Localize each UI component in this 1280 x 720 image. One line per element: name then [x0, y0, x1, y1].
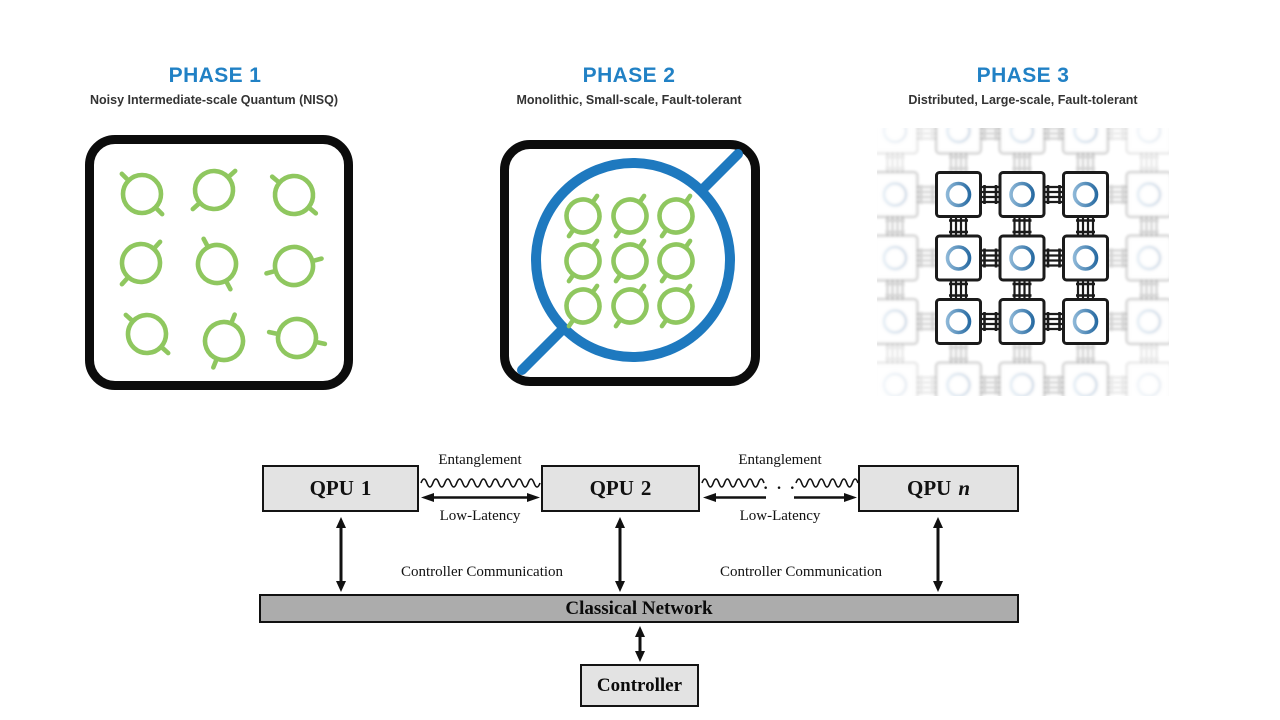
controller-communication-label-1: Controller Communication: [400, 564, 564, 580]
phase2-subtitle: Monolithic, Small-scale, Fault-tolerant: [516, 93, 742, 107]
low-latency-label-1: Low-Latency: [439, 508, 521, 524]
phase3-title: PHASE 3: [976, 64, 1070, 87]
qpu1-node: QPU 1: [262, 465, 419, 512]
qpu1-index: 1: [360, 476, 372, 500]
low-latency-label-2: Low-Latency: [739, 508, 821, 524]
logical-qubit-icon: [517, 149, 743, 375]
qpun-node: QPU n: [858, 465, 1019, 512]
ellipsis-dots: · · ·: [762, 480, 798, 497]
phase2-title: PHASE 2: [582, 64, 676, 87]
entanglement-label-1: Entanglement: [438, 452, 522, 468]
qubit-grid-icon: [119, 168, 328, 370]
phase3-distributed-grid: [877, 128, 1169, 396]
entanglement-label-2: Entanglement: [738, 452, 822, 468]
chip-network-icon: [877, 128, 1169, 396]
classical-network-label: Classical Network: [565, 597, 713, 619]
qpu2-label: QPU: [589, 476, 634, 500]
phase3-subtitle: Distributed, Large-scale, Fault-tolerant: [908, 93, 1138, 107]
controller-node: Controller: [580, 664, 699, 707]
phase1-nisq-box: [85, 135, 353, 390]
classical-network-bar: Classical Network: [259, 594, 1019, 623]
qpun-label: QPU: [906, 476, 952, 500]
qpun-index: n: [958, 476, 970, 500]
phase1-subtitle: Noisy Intermediate-scale Quantum (NISQ): [90, 93, 338, 107]
qpu1-label: QPU: [309, 476, 354, 500]
phase1-title: PHASE 1: [168, 64, 262, 87]
qpu2-index: 2: [640, 476, 652, 500]
controller-label: Controller: [596, 674, 683, 696]
controller-communication-label-2: Controller Communication: [719, 564, 883, 580]
phase2-monolithic-box: [500, 140, 760, 386]
qpu2-node: QPU 2: [541, 465, 700, 512]
